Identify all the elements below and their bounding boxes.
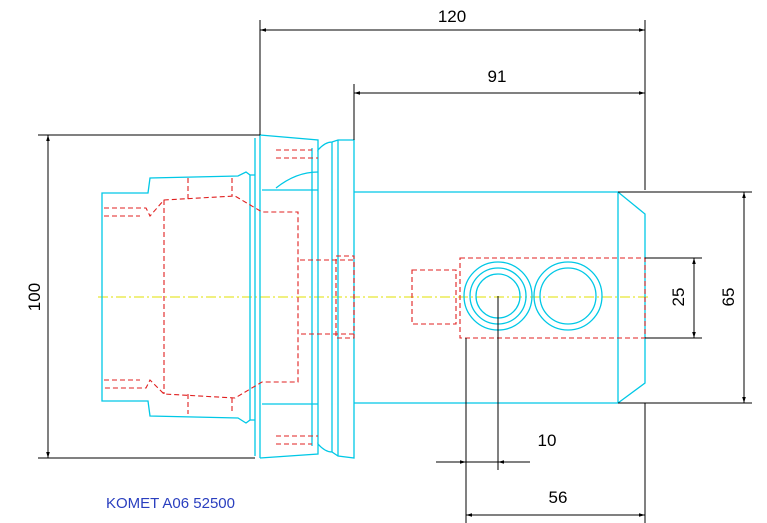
hidden-lines <box>104 149 646 445</box>
bore-right <box>533 261 603 331</box>
drawing-caption: KOMET A06 52500 <box>106 495 235 512</box>
dim-25: 25 <box>645 257 702 339</box>
dim-25-label: 25 <box>669 288 688 307</box>
dim-56: 56 <box>466 403 646 523</box>
dim-120: 120 <box>259 7 646 190</box>
dim-10: 10 <box>436 296 556 523</box>
dim-91: 91 <box>353 67 645 140</box>
dim-65-label: 65 <box>719 288 738 307</box>
dim-120-label: 120 <box>438 7 466 26</box>
dim-65: 65 <box>618 191 752 404</box>
dim-91-label: 91 <box>488 67 507 86</box>
dim-10-label: 10 <box>538 431 557 450</box>
flange-outline <box>259 134 355 459</box>
shank-outline <box>101 135 261 458</box>
dim-56-label: 56 <box>549 488 568 507</box>
dim-100-label: 100 <box>25 283 44 311</box>
dim-100: 100 <box>25 134 260 459</box>
